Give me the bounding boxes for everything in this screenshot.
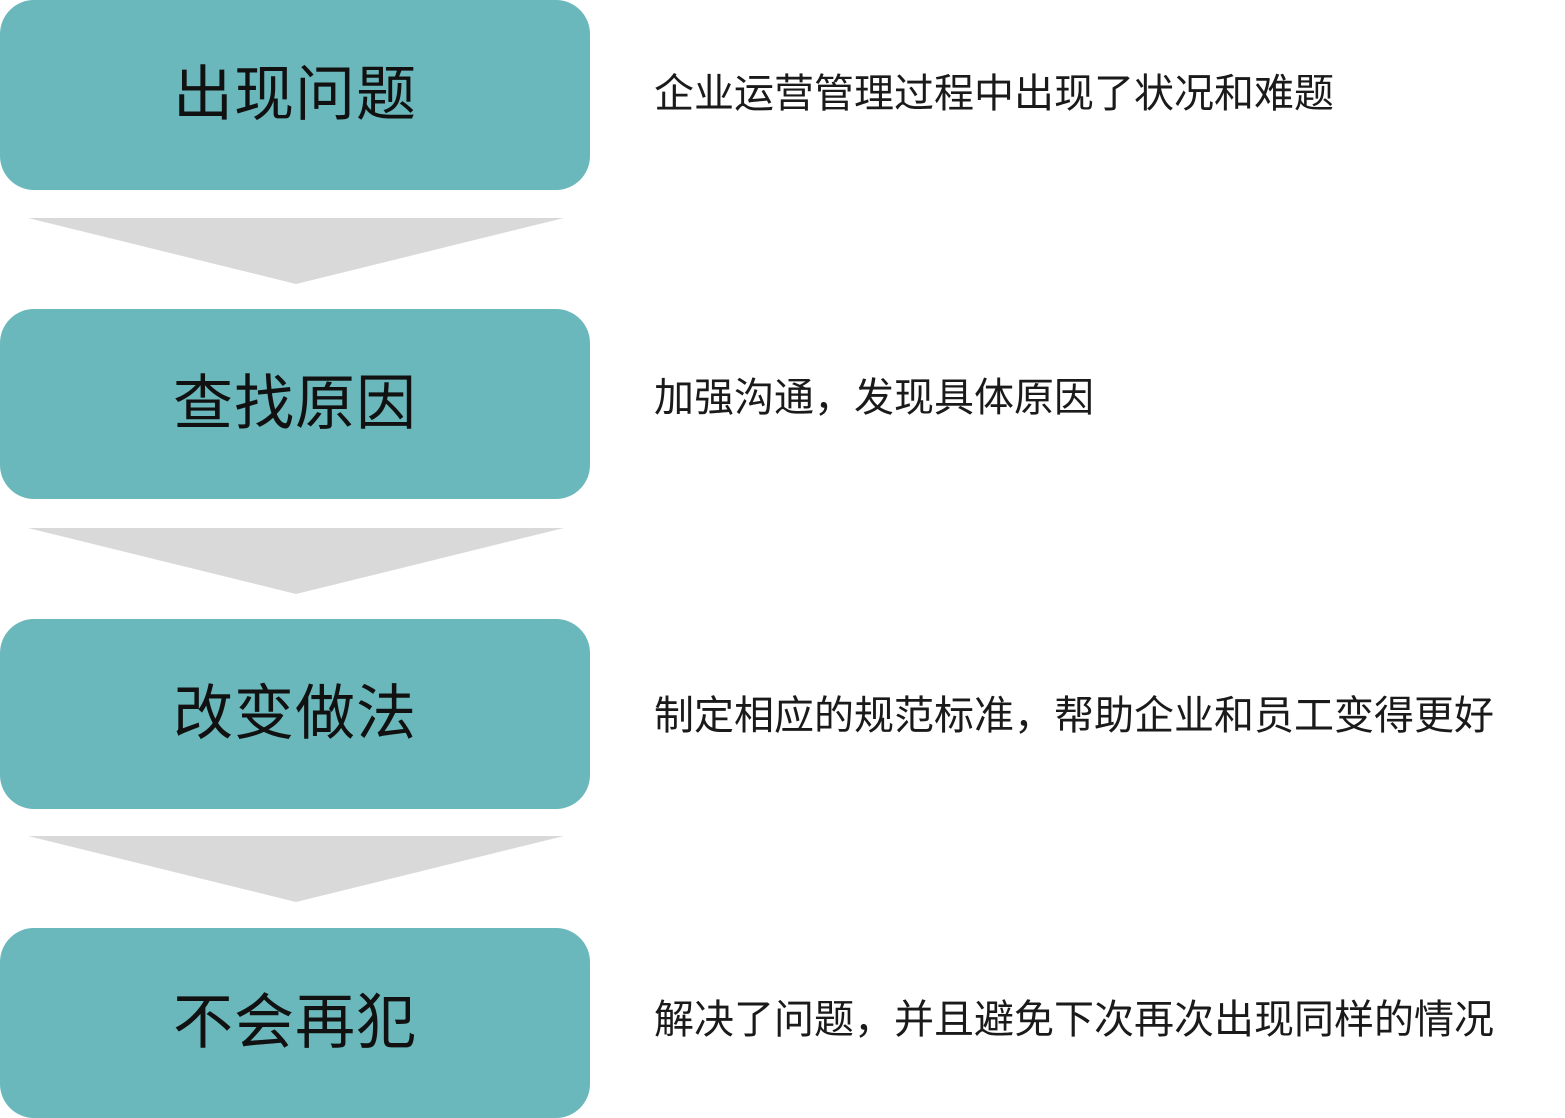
- step-title-1: 出现问题: [173, 60, 417, 130]
- down-arrow-icon-1: [28, 218, 564, 284]
- step-title-2: 查找原因: [173, 369, 417, 439]
- step-box-3: 改变做法: [0, 619, 590, 809]
- down-arrow-icon-3: [28, 836, 564, 902]
- step-box-1: 出现问题: [0, 0, 590, 190]
- step-title-3: 改变做法: [173, 679, 417, 749]
- step-box-2: 查找原因: [0, 309, 590, 499]
- step-description-4: 解决了问题，并且避免下次再次出现同样的情况: [654, 997, 1494, 1043]
- step-description-2: 加强沟通，发现具体原因: [654, 375, 1094, 421]
- step-title-4: 不会再犯: [173, 988, 417, 1058]
- down-arrow-icon-2: [28, 528, 564, 594]
- step-box-4: 不会再犯: [0, 928, 590, 1118]
- step-description-3: 制定相应的规范标准，帮助企业和员工变得更好: [654, 693, 1494, 739]
- step-description-1: 企业运营管理过程中出现了状况和难题: [654, 71, 1334, 117]
